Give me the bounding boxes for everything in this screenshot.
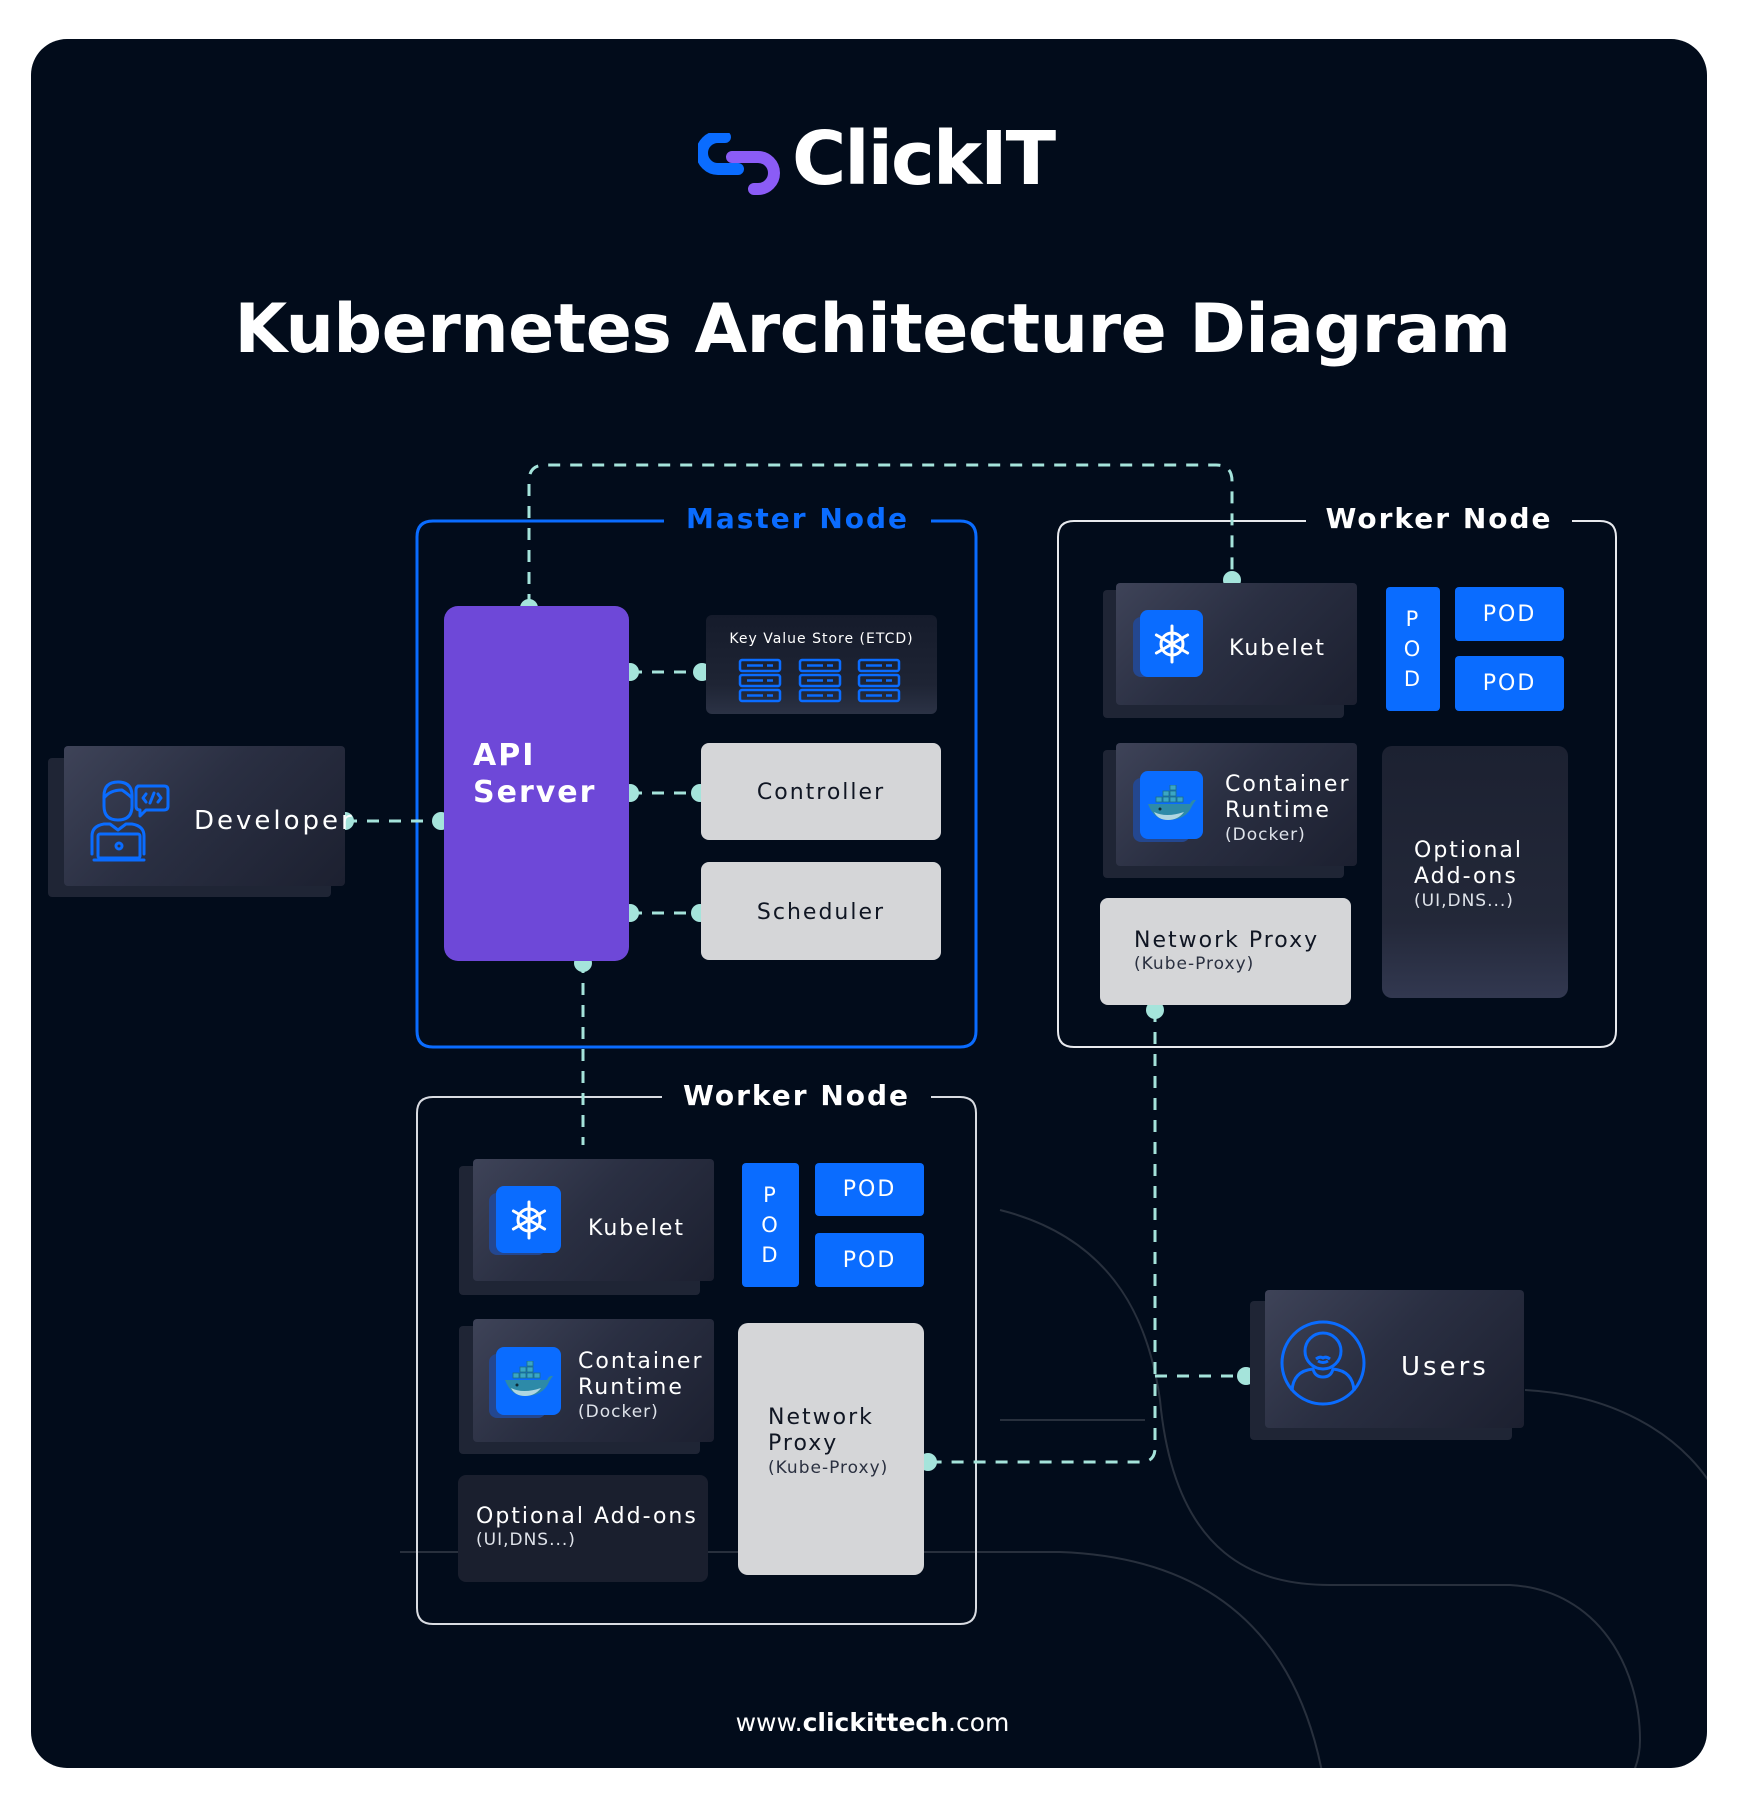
docker-icon-tile: [496, 1347, 561, 1415]
connectors: [345, 463, 1244, 1464]
network-proxy-sub: (Kube-Proxy): [768, 1457, 889, 1478]
pod-letter: D: [1403, 667, 1423, 691]
connector-api-to-kubelet-right: [527, 463, 1234, 606]
container-runtime-sub: (Docker): [1225, 824, 1306, 845]
addons-sub: (UI,DNS...): [476, 1530, 576, 1551]
network-proxy-sub: (Kube-Proxy): [1134, 954, 1255, 975]
kubelet-icon-tile: [1140, 610, 1203, 677]
scheduler-box[interactable]: [701, 862, 941, 960]
container-runtime-line2: Runtime: [1225, 798, 1331, 824]
container-runtime-sub: (Docker): [578, 1401, 659, 1422]
optional-addons-bottom-label: Optional Add-ons (UI,DNS...): [476, 1504, 698, 1551]
worker-node-right-border: [1057, 520, 1617, 1048]
clickit-logo-icon: [698, 133, 780, 195]
footer-url[interactable]: www.clickittech.com: [0, 1708, 1745, 1737]
network-proxy-right[interactable]: [1100, 898, 1351, 1005]
api-server-label-line2: Server: [473, 775, 597, 810]
pod-right-2[interactable]: POD: [1455, 656, 1564, 711]
master-node-border: [415, 519, 978, 1049]
addons-line1: Optional Add-ons: [476, 1504, 698, 1529]
network-proxy-bottom[interactable]: [738, 1323, 924, 1575]
developer-label: Developer: [194, 806, 355, 836]
pod-letter: D: [761, 1243, 780, 1267]
pod-letter: O: [1403, 637, 1423, 661]
pod-right-1[interactable]: POD: [1455, 587, 1564, 641]
addons-sub: (UI,DNS...): [1414, 890, 1514, 911]
footer-suffix: .com: [948, 1708, 1010, 1737]
footer-prefix: www.: [735, 1708, 803, 1737]
network-proxy-bottom-label: Network Proxy (Kube-Proxy): [768, 1405, 888, 1478]
decorative-curve: [1524, 1389, 1707, 1501]
dot: [1146, 1001, 1164, 1019]
container-runtime-line2: Runtime: [578, 1375, 684, 1401]
worker-node-right-label: Worker Node: [1325, 502, 1553, 535]
server-stack-icon: [738, 658, 901, 703]
pod-vertical-right[interactable]: P O D: [1386, 587, 1440, 711]
optional-addons-bottom[interactable]: [458, 1475, 708, 1582]
api-server[interactable]: [444, 606, 629, 961]
etcd-label: Key Value Store (ETCD): [729, 631, 914, 647]
kubernetes-helm-icon: [1154, 624, 1189, 663]
controller-box[interactable]: [701, 743, 941, 840]
user-icon: [1280, 1320, 1366, 1406]
pod-letter: P: [1405, 607, 1421, 631]
connector-proxy-to-users: [928, 1010, 1157, 1464]
api-server-label-line1: API: [473, 738, 536, 773]
docker-whale-icon: [504, 1361, 553, 1396]
addons-line2: Add-ons: [1414, 864, 1518, 890]
server-rack: [738, 658, 782, 703]
kubelet-right-label: Kubelet: [1229, 636, 1327, 661]
server-rack: [798, 658, 842, 703]
developer-card[interactable]: [64, 746, 345, 886]
kubelet-icon-tile: [496, 1186, 561, 1253]
pod-bottom-1[interactable]: POD: [815, 1163, 924, 1216]
addons-line1: Optional: [1414, 838, 1524, 863]
server-rack: [857, 658, 901, 703]
network-proxy-right-label: Network Proxy (Kube-Proxy): [1134, 928, 1319, 975]
optional-addons-right-label: Optional Add-ons (UI,DNS...): [1414, 838, 1523, 911]
optional-addons-right[interactable]: [1382, 746, 1568, 998]
network-proxy-line1: Network: [768, 1405, 874, 1430]
worker-node-bottom-label: Worker Node: [682, 1079, 911, 1112]
users-label: Users: [1401, 1352, 1489, 1382]
api-server-label: API Server: [473, 737, 596, 811]
controller-label: Controller: [756, 780, 886, 805]
worker-node-bottom-border: [416, 1096, 977, 1625]
kubelet-bottom-label: Kubelet: [588, 1216, 686, 1241]
docker-whale-icon: [1147, 785, 1196, 820]
docker-icon-tile: [1140, 771, 1203, 839]
container-runtime-line1: Container: [578, 1349, 704, 1374]
pod-letter: O: [761, 1213, 780, 1237]
brand-name: ClickIT: [792, 116, 1056, 202]
pod-letter: P: [763, 1183, 778, 1207]
developer-icon: [90, 780, 170, 862]
network-proxy-line2: Proxy: [768, 1431, 839, 1457]
container-runtime-bottom-label: Container Runtime (Docker): [578, 1349, 704, 1422]
container-runtime-right-label: Container Runtime (Docker): [1225, 772, 1351, 845]
network-proxy-line1: Network Proxy: [1134, 928, 1320, 953]
pod-vertical-bottom[interactable]: P O D: [742, 1163, 799, 1287]
pod-bottom-2[interactable]: POD: [815, 1233, 924, 1287]
scheduler-label: Scheduler: [756, 900, 886, 925]
master-node-label: Master Node: [685, 502, 910, 535]
page-title: Kubernetes Architecture Diagram: [234, 290, 1511, 369]
container-runtime-line1: Container: [1225, 772, 1351, 797]
footer-domain: clickittech: [802, 1708, 949, 1737]
kubernetes-helm-icon: [511, 1200, 546, 1239]
